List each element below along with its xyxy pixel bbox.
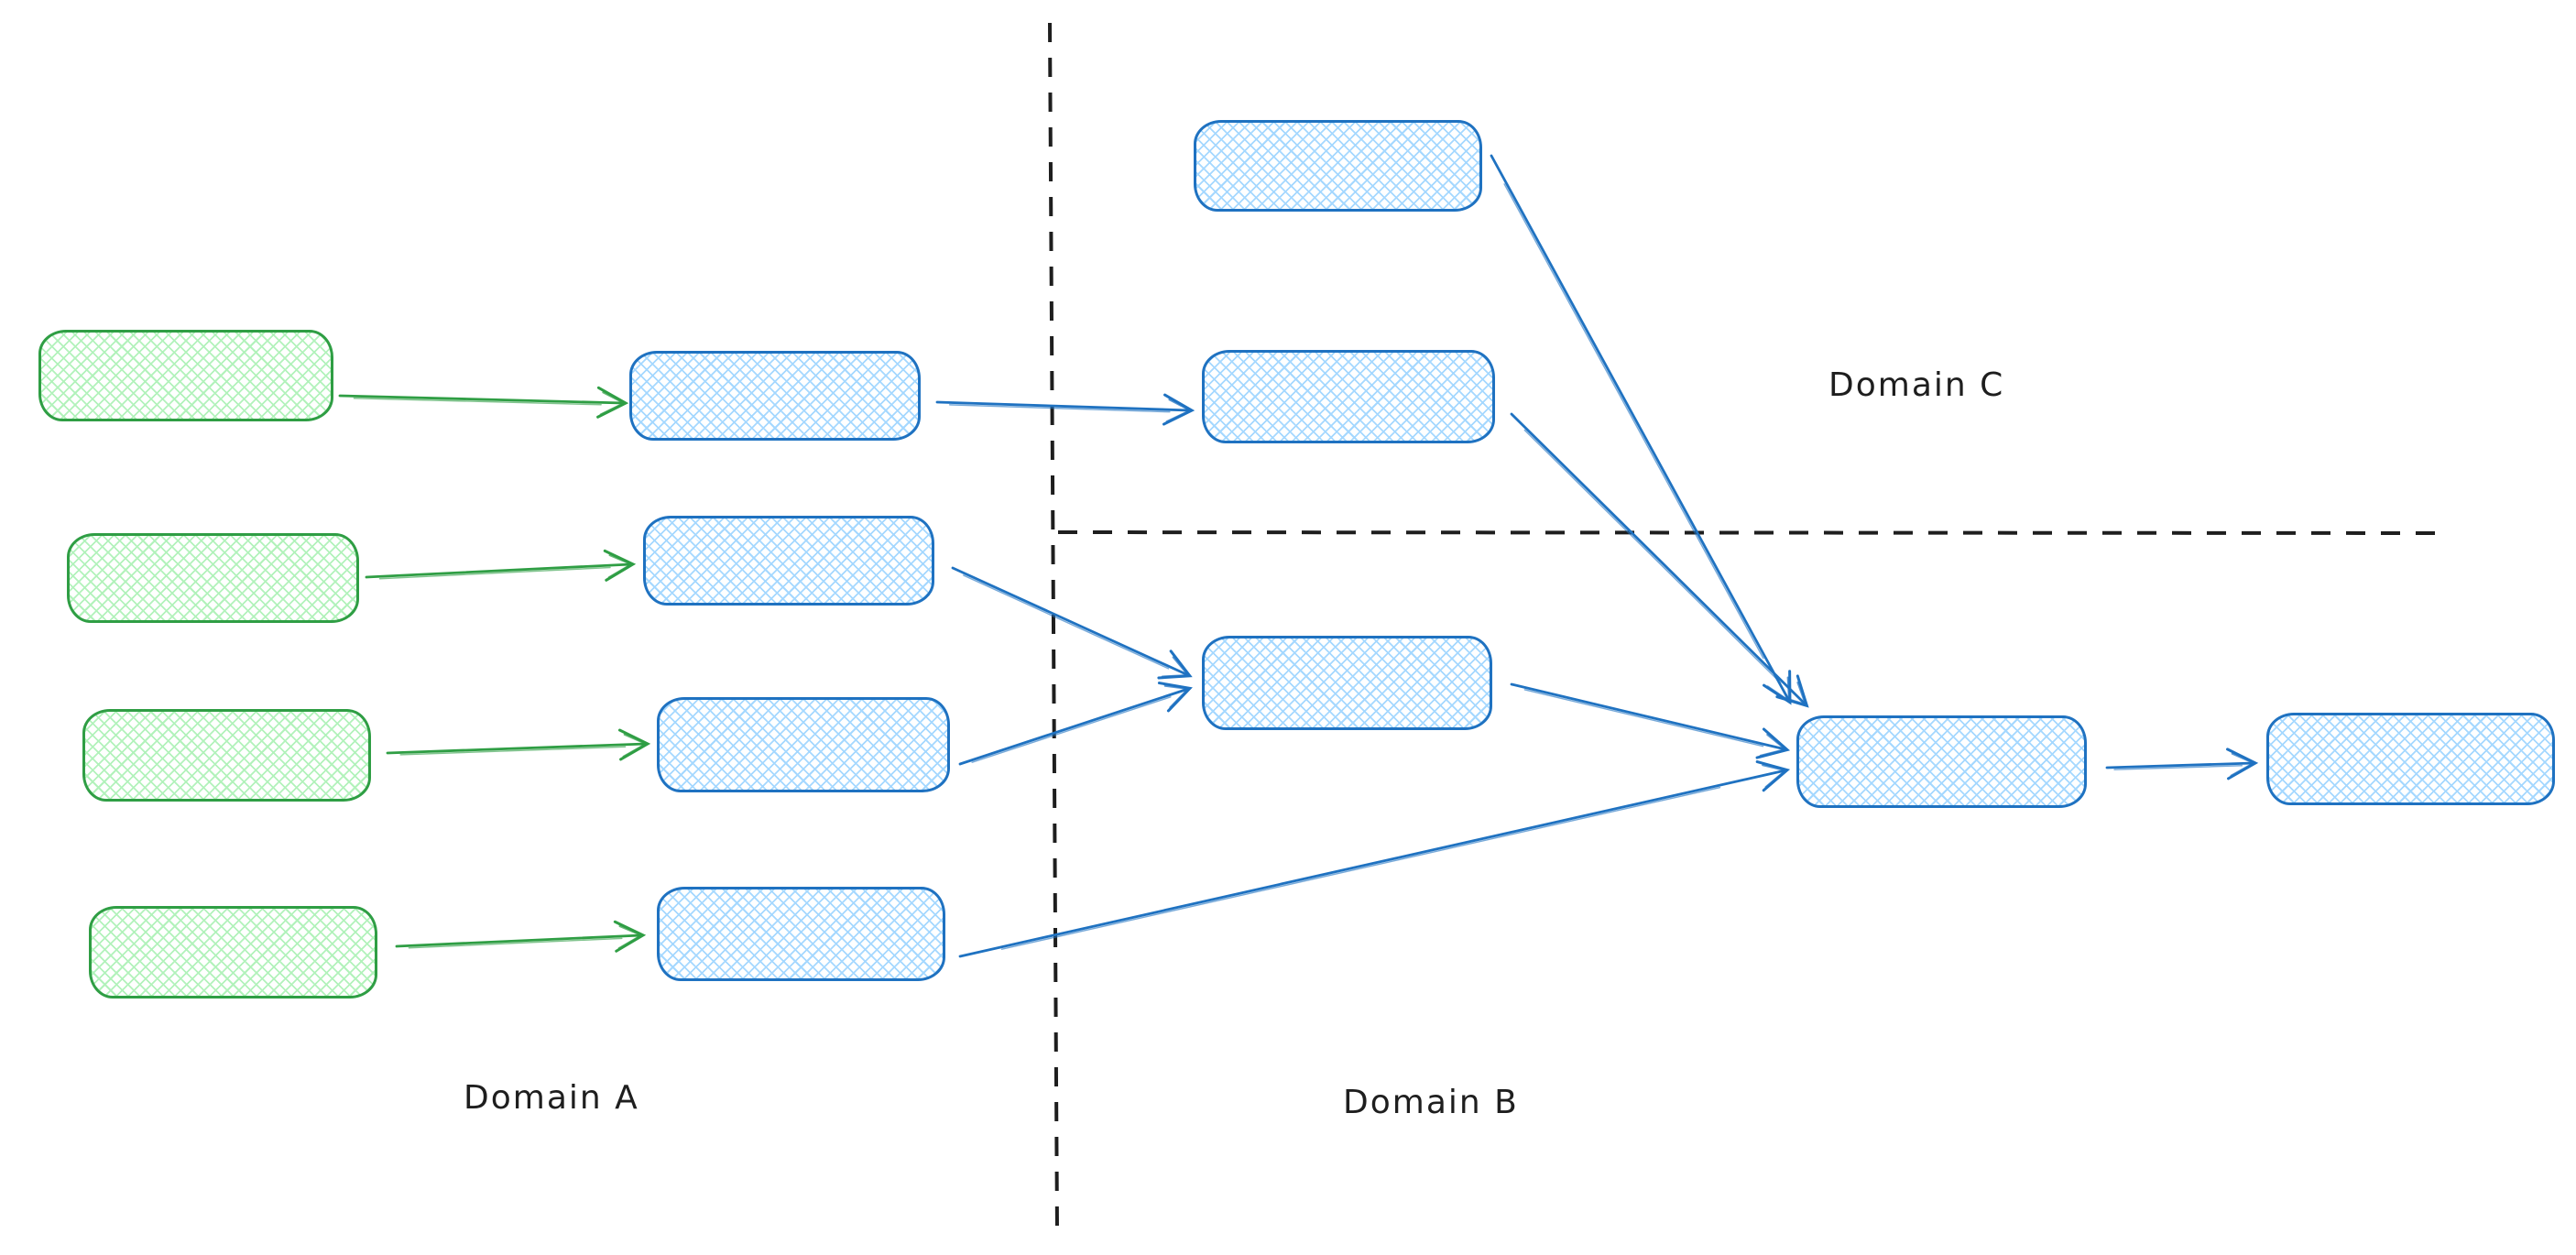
node-green-2[interactable] bbox=[67, 533, 359, 623]
node-blue-final[interactable] bbox=[2266, 713, 2555, 805]
arrow-top-merge bbox=[1490, 154, 1792, 705]
node-blue-3[interactable] bbox=[657, 697, 950, 792]
node-blue-mid[interactable] bbox=[1202, 636, 1492, 730]
arrow-green-3 bbox=[386, 728, 651, 761]
domain-divider-vertical bbox=[1048, 22, 1059, 1233]
arrow-upper-merge bbox=[1510, 412, 1809, 708]
node-blue-1[interactable] bbox=[629, 351, 921, 441]
node-blue-merge[interactable] bbox=[1796, 715, 2087, 808]
arrow-blue4-merge bbox=[958, 760, 1791, 958]
arrow-merge-final bbox=[2105, 748, 2259, 780]
node-blue-top[interactable] bbox=[1194, 120, 1482, 212]
arrow-blue2-mid bbox=[951, 566, 1193, 680]
domain-c-label: Domain C bbox=[1828, 366, 2005, 404]
node-blue-upper[interactable] bbox=[1202, 350, 1495, 443]
node-blue-4[interactable] bbox=[657, 887, 945, 981]
domain-a-label: Domain A bbox=[464, 1079, 639, 1117]
arrow-green-1 bbox=[338, 386, 629, 419]
arrow-green-2 bbox=[365, 549, 637, 582]
domain-divider-horizontal bbox=[1057, 530, 2449, 535]
arrow-mid-merge bbox=[1510, 682, 1791, 759]
node-green-1[interactable] bbox=[38, 330, 333, 421]
arrow-blue1-upper bbox=[935, 393, 1195, 426]
domain-b-label: Domain B bbox=[1343, 1084, 1519, 1121]
node-blue-2[interactable] bbox=[643, 516, 934, 606]
node-green-4[interactable] bbox=[89, 906, 377, 999]
arrow-blue3-mid bbox=[958, 682, 1193, 766]
arrow-green-4 bbox=[395, 920, 647, 953]
node-green-3[interactable] bbox=[82, 709, 371, 802]
